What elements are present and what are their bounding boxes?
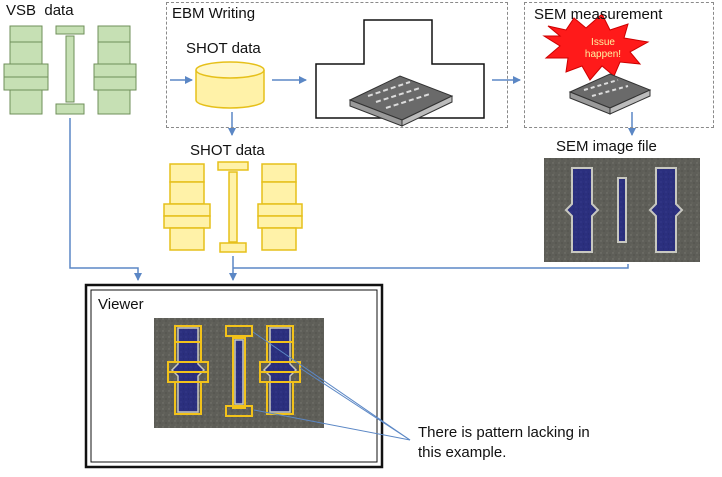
vsb-shape [65,35,75,103]
wafer-plate-icon [568,73,652,115]
shot-shape [219,242,247,253]
explosion-burst-icon: Issue happen! [542,13,650,81]
flow-arrows [69,76,636,281]
vsb-shape [93,63,137,78]
annotation-text-line2: this example. [418,444,507,461]
sem-image-file-label: SEM image file [556,138,657,155]
vsb-shape [55,103,85,115]
shot-shape [169,227,205,251]
shot-shape [169,163,205,183]
issue-text-line1: Issue [591,37,615,48]
vsb-shape [9,41,43,65]
sem-measurement-label: SEM measurement [534,6,663,23]
shot-shape [261,227,297,251]
shot-shape [261,163,297,183]
shot-data-top-label: SHOT data [186,40,261,57]
vsb-shape [97,89,131,115]
shot-data-mid-label: SHOT data [190,142,265,159]
annotation-leader-lines [252,331,411,441]
annotation-text-line1: There is pattern lacking in [418,424,590,441]
shot-shape [217,161,249,171]
vsb-shape [97,41,131,65]
vsb-shape [55,25,85,35]
ebm-writing-label: EBM Writing [172,5,256,22]
shot-shape [228,171,238,243]
issue-text-line2: happen! [585,49,621,60]
shot-shape [257,215,303,229]
shot-shape [163,215,211,229]
vsb-shape [3,76,49,91]
sem-measurement-box [524,2,714,128]
vsb-shape [93,76,137,91]
shot-data-pattern [163,161,303,253]
vsb-shape [9,89,43,115]
viewer-overlay-image [154,318,324,428]
vsb-shape [9,25,43,43]
vsb-shape [97,25,131,43]
viewer-label: Viewer [98,296,144,313]
shot-shape [257,203,303,217]
vsb-data-label: VSB data [6,2,74,19]
viewer-inner-frame [90,289,378,463]
vsb-shape [3,63,49,78]
shot-shape [169,181,205,205]
shot-shape [163,203,211,217]
database-icon [195,61,265,109]
sem-image [544,158,700,262]
ebm-writing-box [166,2,508,128]
shot-shape [261,181,297,205]
vsb-data-pattern [3,25,137,115]
wafer-plate-icon [348,75,454,127]
